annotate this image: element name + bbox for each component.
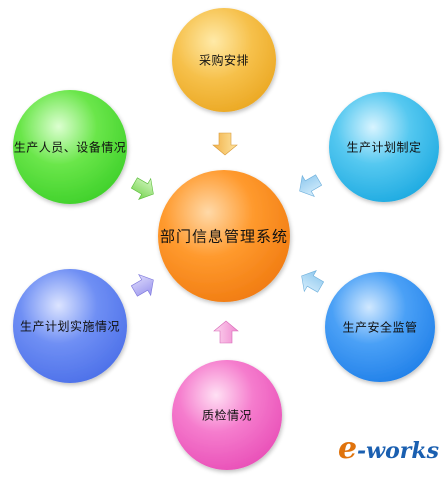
arrow-up-right-icon xyxy=(130,274,154,297)
node-bottom-right-circle xyxy=(325,272,435,382)
node-bottom-left-circle xyxy=(13,269,127,383)
node-top-left-circle xyxy=(13,90,127,204)
arrow-down-right-icon xyxy=(130,177,154,200)
node-bottom-circle xyxy=(172,360,282,470)
node-top-circle xyxy=(172,8,276,112)
arrow-up-icon xyxy=(213,320,239,344)
arrow-down-icon xyxy=(212,132,238,156)
node-center-circle xyxy=(158,170,290,302)
eworks-logo: e-works xyxy=(337,431,439,466)
arrow-down-left-icon xyxy=(299,174,323,197)
node-top-right-circle xyxy=(329,92,439,202)
arrow-up-left-icon xyxy=(301,270,325,293)
